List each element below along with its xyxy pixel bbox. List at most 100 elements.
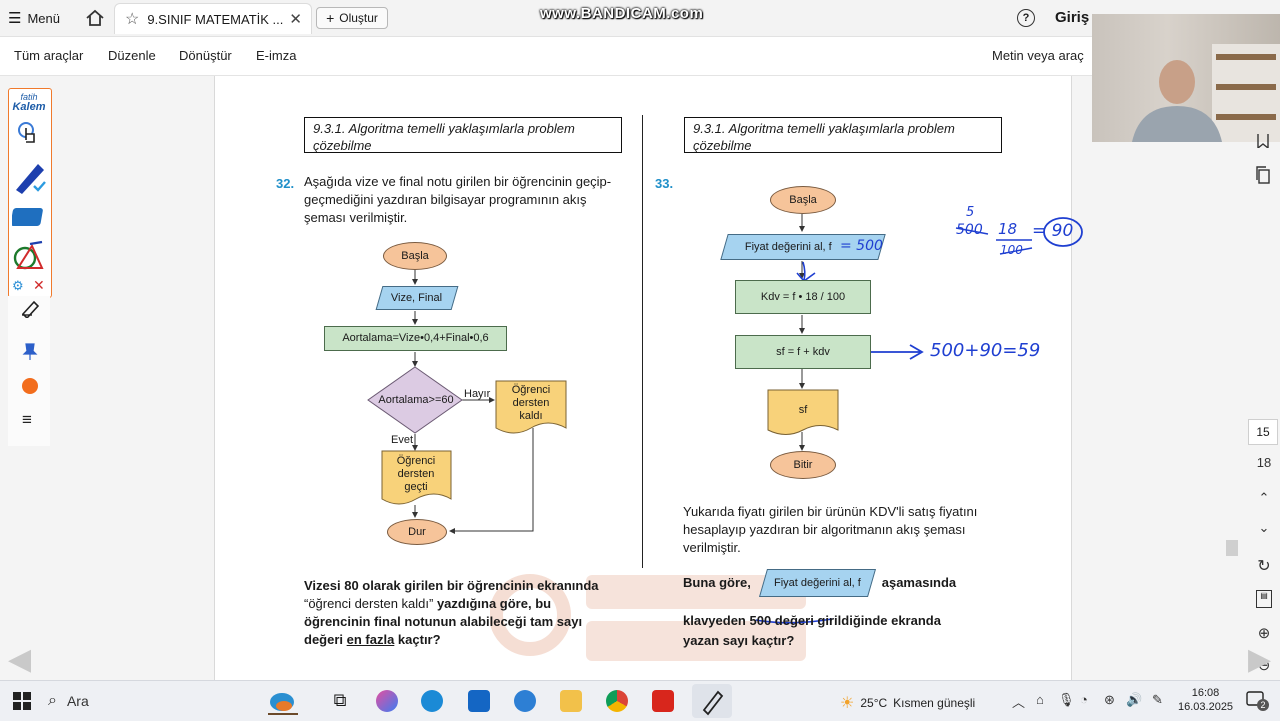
taskbar-search[interactable]: ⌕ Ara [48,685,314,716]
tray-chevron-icon[interactable]: ︿ [1012,695,1026,710]
q32-line-2b: yazdığına göre, bu [433,596,552,611]
task-view-icon[interactable]: ⧉ [333,690,347,710]
notification-count: 2 [1257,699,1269,711]
flow-no-label: Hayır [464,388,491,400]
toolbar-search-label[interactable]: Metin veya araç [992,48,1084,63]
weather-widget[interactable]: ☀ 25°C Kısmen güneşli [840,693,975,713]
notifications-icon[interactable]: 2 [1246,690,1269,711]
tray-network-icon[interactable]: ⌂ [1036,692,1044,707]
file-explorer-icon[interactable] [560,690,582,712]
flow2-end-oval: Bitir [770,451,836,479]
document-tab[interactable]: ☆ 9.SINIF MATEMATİK ... ✕ [114,3,312,34]
outlook-icon[interactable] [468,690,490,712]
copilot-icon[interactable] [376,690,398,712]
zoom-in-icon[interactable]: ⊕ [1257,625,1271,642]
current-page-input[interactable]: 15 [1248,419,1278,445]
hamburger-icon: ☰ [8,10,22,27]
chrome-icon[interactable] [606,690,628,712]
edge-browser-icon[interactable] [421,690,443,712]
copy-icon[interactable] [1255,166,1271,184]
tray-wifi-icon[interactable]: ◔ [1080,692,1088,707]
flow-yes-label: Evet [391,434,414,446]
prev-page-arrow-icon[interactable]: ◀ [8,643,32,676]
page-fit-icon[interactable]: ▤ [1256,590,1272,608]
tray-microphone-icon[interactable]: 🎙 [1058,692,1075,707]
pin-icon[interactable] [22,343,38,361]
tray-pen-icon[interactable]: ✎ [1152,692,1163,707]
pen-app-icon[interactable] [692,684,732,718]
page-up-icon[interactable]: ⌃ [1258,490,1270,505]
recorder-watermark: www.BANDICAM.com [540,5,704,22]
signin-button[interactable]: Giriş [1055,9,1090,26]
side-tools-strip [8,296,50,446]
help-icon[interactable]: ? [1017,9,1035,27]
q32-line-3: öğrencinin final notunun alabileceği tam… [304,614,583,629]
flow-pass-output-label: Öğrenci dersten geçti [396,454,436,493]
pointer-hand-icon[interactable] [14,120,44,150]
main-toolbar [0,37,1280,76]
refresh-icon[interactable]: ↻ [1257,558,1271,575]
zoom-out-icon[interactable]: ⊖ [1257,657,1271,674]
color-picker-icon[interactable] [22,378,38,394]
home-button[interactable] [84,7,106,29]
kingfisher-widget-icon[interactable] [262,684,302,718]
toolbar-esign[interactable]: E-imza [256,48,297,63]
settings-gear-icon[interactable]: ⚙ [12,278,24,293]
toolbar-all-tools[interactable]: Tüm araçlar [14,48,84,63]
pen-sign-icon[interactable] [20,298,42,320]
close-panel-icon[interactable]: ✕ [33,277,45,293]
next-page-arrow-icon[interactable]: ▶ [1248,643,1272,676]
ink-down-arrow [796,261,816,283]
marker-pen-icon[interactable] [12,158,46,194]
q33-line-2c: eri girildiğinde ekranda [797,613,941,628]
ink-underline-500 [755,618,833,624]
toolbar-edit[interactable]: Düzenle [108,48,156,63]
tray-volume-icon[interactable]: 🔊 [1126,692,1143,707]
flow-end-oval: Dur [387,519,447,545]
toolbar-convert[interactable]: Dönüştür [179,48,232,63]
shapes-icon[interactable] [12,240,46,270]
ink-fraction-result: = 90 [1032,221,1074,241]
weather-sun-icon: ☀ [840,695,855,712]
windows-start-icon[interactable] [13,692,31,710]
question-33-number: 33. [655,176,674,191]
scrollbar-thumb[interactable] [1226,540,1238,556]
q32-line-4a: değeri [304,632,347,647]
right-section-title: 9.3.1. Algoritma temelli yaklaşımlarla p… [684,117,1002,153]
question-32-text: Vizesi 80 olarak girilen bir öğrencinin … [304,577,634,649]
ink-strike-500 [955,227,989,235]
q33-line-2: klavyeden 500 değeri girildiğinde ekrand… [683,611,1023,631]
menu-button[interactable]: ☰ Menü [8,8,60,28]
publisher-logo-watermark [489,555,820,683]
fail-document-shape [495,380,567,434]
star-icon[interactable]: ☆ [125,11,140,28]
q32-quoted: “öğrenci dersten kaldı” [304,596,434,611]
eraser-icon[interactable] [10,204,46,230]
search-icon: ⌕ [48,691,57,709]
menu-label: Menü [27,10,60,26]
internet-explorer-icon[interactable] [514,690,536,712]
create-label: Oluştur [339,11,378,25]
ink-fraction-top: 5 [966,205,975,220]
clock-date: 16.03.2025 [1178,701,1234,713]
question-33-text: Buna göre, Fiyat değerini al, f aşamasın… [683,569,1023,651]
taskbar-search-label: Ara [66,692,89,709]
q32-underlined: en fazla [346,632,395,647]
taskbar-clock[interactable]: 16:08 16.03.2025 [1178,686,1233,714]
flow-start-oval: Başla [383,242,447,270]
q32-line-2: “öğrenci dersten kaldı” yazdığına göre, … [304,595,634,613]
q33-inline-parallelogram: Fiyat değerini al, f [758,569,876,597]
bookmark-icon[interactable] [1256,134,1270,150]
tray-globe-icon[interactable]: ⊛ [1104,692,1115,707]
hamburger-tools-icon[interactable]: ≡ [22,410,32,429]
flow2-output-label: sf [798,403,808,416]
create-button[interactable]: + Oluştur [316,7,388,29]
close-tab-icon[interactable]: ✕ [289,11,302,28]
windows-taskbar [0,680,1280,721]
acrobat-icon[interactable] [652,690,674,712]
webcam-overlay [1092,14,1280,142]
flow-decision-label: Aortalama>=60 [378,393,454,406]
page-down-icon[interactable]: ⌄ [1258,520,1270,535]
